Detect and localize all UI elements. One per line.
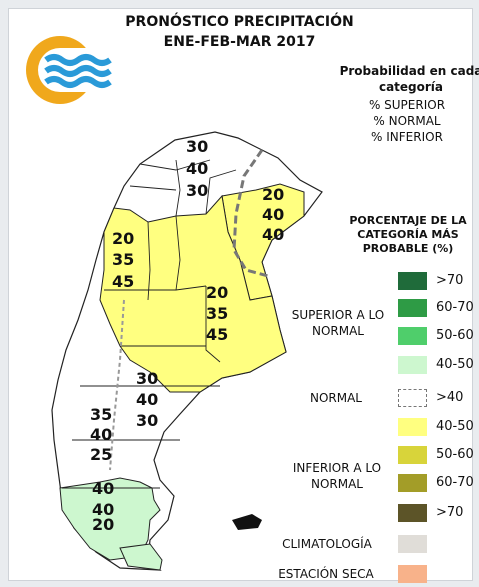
probability-legend-title: Probabilidad en cada categoría	[339, 64, 479, 94]
group-label-superior: SUPERIOR A LO NORMAL	[291, 308, 385, 338]
nw-normal: 40	[186, 159, 208, 178]
swatch-inferior-60-70	[398, 474, 427, 492]
west-boundary-dotted	[109, 299, 125, 471]
pw-superior: 35	[90, 405, 112, 424]
swatch-label-inferior-60-70: 60-70	[436, 475, 474, 490]
province-borders	[62, 159, 237, 489]
label-group-w: 20 35 45	[112, 229, 134, 291]
label-group-center: 20 35 45	[206, 283, 228, 344]
group-label-inferior: INFERIOR A LO NORMAL	[292, 461, 382, 491]
pn-normal: 40	[136, 390, 158, 409]
group-label-normal: NORMAL	[309, 391, 362, 405]
swatch-superior-50-60	[398, 327, 427, 345]
swatch-superior-60-70	[398, 299, 427, 317]
swatch-inferior-70	[398, 504, 427, 522]
label-group-south: 40 40 20	[92, 479, 114, 534]
w-superior: 20	[112, 229, 134, 248]
swatch-normal-40	[398, 389, 427, 407]
swatch-label-normal-40: >40	[436, 390, 464, 405]
swatch-label-superior-70: >70	[436, 273, 464, 288]
region-center-yellow	[99, 194, 287, 393]
south-inferior: 20	[92, 515, 114, 534]
label-group-ne: 20 40 40	[262, 185, 284, 244]
swatch-label-superior-60-70: 60-70	[436, 300, 474, 315]
south-superior: 40	[92, 479, 114, 498]
swatch-label-inferior-50-60: 50-60	[436, 447, 474, 462]
pw-normal: 40	[90, 425, 112, 444]
map-title: PRONÓSTICO PRECIPITACIÓN	[125, 14, 354, 30]
nw-inferior: 30	[186, 181, 208, 200]
pw-inferior: 25	[90, 445, 112, 464]
swatch-label-superior-40-50: 40-50	[436, 357, 474, 372]
label-group-patagonia-w: 35 40 25	[90, 405, 112, 464]
swatch-inferior-40-50	[398, 418, 427, 436]
label-group-nw: 30 40 30	[186, 137, 208, 200]
w-normal: 35	[112, 250, 134, 269]
swatch-inferior-50-60	[398, 446, 427, 464]
group-label-climatologia: CLIMATOLOGÍA	[282, 537, 372, 551]
swatch-label-inferior-70: >70	[436, 505, 464, 520]
swatch-label-inferior-40-50: 40-50	[436, 419, 474, 434]
label-group-patagonia-n: 30 40 30	[136, 369, 158, 430]
south-normal: 40	[92, 500, 114, 519]
swatch-climatologia	[398, 535, 427, 553]
legend-line-inferior: % INFERIOR	[371, 130, 443, 144]
legend-line-superior: % SUPERIOR	[368, 98, 446, 112]
center-normal: 35	[206, 304, 228, 323]
map-subtitle: ENE-FEB-MAR 2017	[163, 34, 316, 50]
percentage-legend-title: PORCENTAJE DE LA CATEGORÍA MÁS PROBABLE …	[349, 214, 467, 255]
ne-inferior: 40	[262, 225, 284, 244]
malvinas-islands	[232, 514, 262, 530]
w-inferior: 45	[112, 272, 134, 291]
swatch-estacion-seca	[398, 565, 427, 583]
pn-superior: 30	[136, 369, 158, 388]
swatch-label-superior-50-60: 50-60	[436, 328, 474, 343]
ne-normal: 40	[262, 205, 284, 224]
pn-inferior: 30	[136, 411, 158, 430]
center-superior: 20	[206, 283, 228, 302]
region-south-green	[59, 477, 161, 561]
group-label-estacion-seca: ESTACIÓN SECA	[278, 567, 374, 581]
ne-superior: 20	[262, 185, 284, 204]
swatch-superior-70	[398, 272, 427, 290]
swatch-superior-40-50	[398, 356, 427, 374]
center-inferior: 45	[206, 325, 228, 344]
nw-superior: 30	[186, 137, 208, 156]
smn-logo-icon	[26, 36, 112, 104]
region-tdf-green	[119, 543, 163, 571]
normal-boundary-dashed	[232, 149, 269, 278]
legend-line-normal: % NORMAL	[373, 114, 441, 128]
